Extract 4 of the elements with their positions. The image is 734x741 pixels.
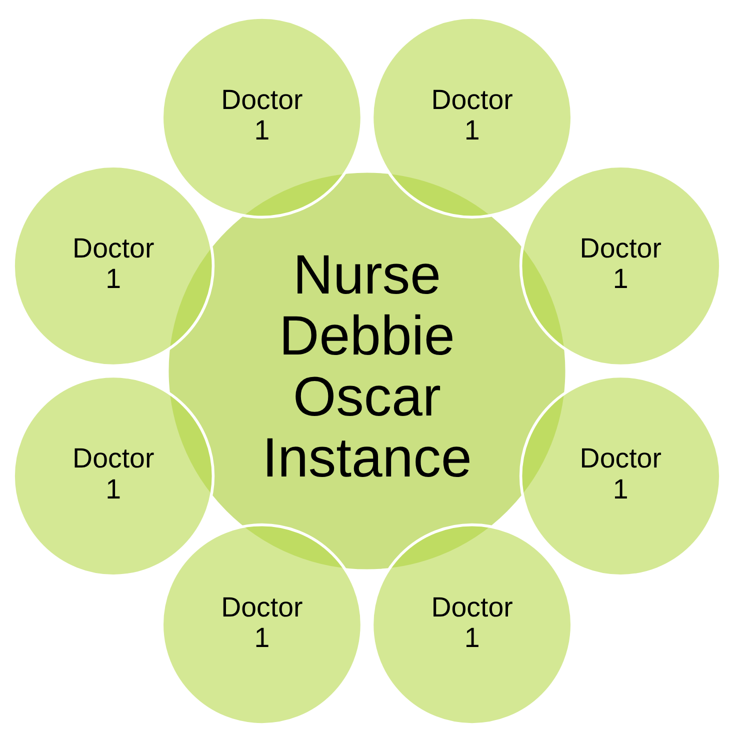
- node-circle: Doctor 1: [370, 522, 574, 726]
- node-circle: Doctor 1: [160, 522, 364, 726]
- node-circle: Doctor 1: [160, 16, 364, 218]
- node-circle: Doctor 1: [370, 16, 574, 218]
